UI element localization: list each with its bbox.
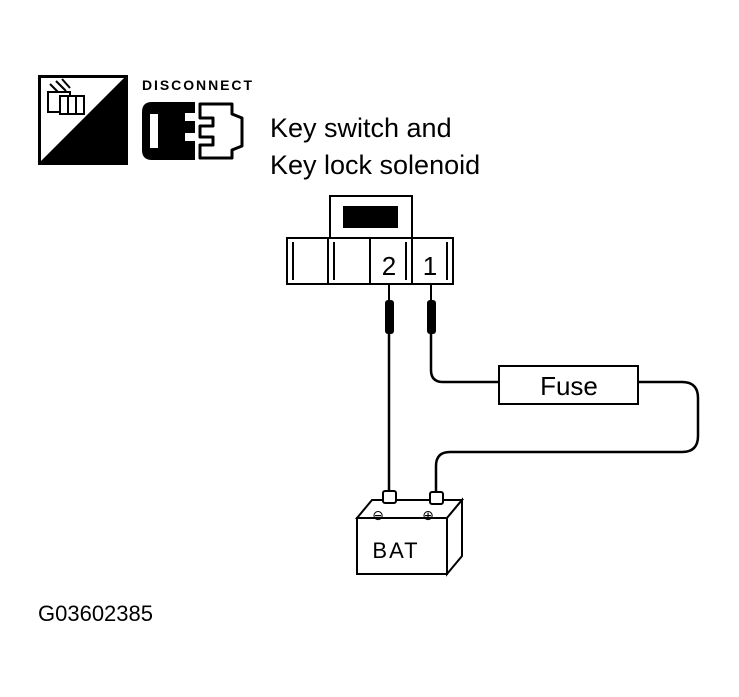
battery-positive-symbol: ⊕ xyxy=(422,507,434,523)
probe-icon xyxy=(427,284,436,334)
battery-negative-symbol: ⊖ xyxy=(372,507,384,523)
disconnect-label: DISCONNECT xyxy=(142,77,252,93)
ts-badge: T.S. xyxy=(38,75,128,165)
terminal-1-label: 1 xyxy=(423,251,437,281)
figure-id: G03602385 xyxy=(38,601,153,626)
disconnect-connector-icon xyxy=(142,102,244,160)
battery-icon xyxy=(354,490,465,577)
battery-label: BAT xyxy=(372,538,419,563)
connector xyxy=(286,195,454,285)
terminal-2-label: 2 xyxy=(382,251,396,281)
wires xyxy=(387,334,700,494)
tester-connector-icon xyxy=(47,78,85,115)
connector-title-line1: Key switch and xyxy=(270,113,452,143)
fuse-label: Fuse xyxy=(540,371,598,401)
connector-title-line2: Key lock solenoid xyxy=(270,150,480,180)
fuse: Fuse xyxy=(498,365,639,405)
ts-label: T.S. xyxy=(77,133,122,163)
probe-icon xyxy=(385,284,394,334)
disconnect-badge: DISCONNECT xyxy=(142,77,252,160)
